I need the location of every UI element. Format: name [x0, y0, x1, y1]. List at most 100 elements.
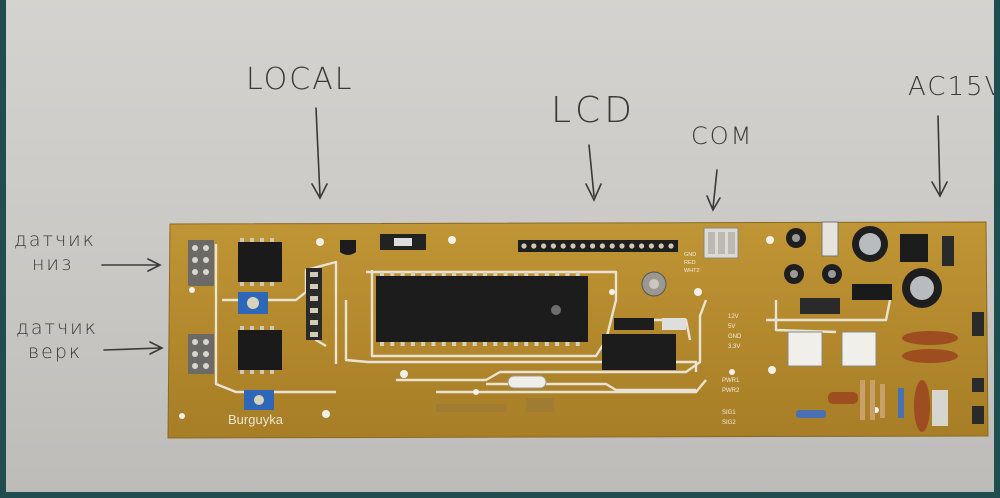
mcu-pin: [513, 272, 518, 276]
mcu-pin: [534, 272, 539, 276]
mcu-pin: [441, 272, 446, 276]
mcu-pin: [565, 342, 570, 346]
mcu-pin: [390, 342, 395, 346]
mcu-pin: [410, 342, 415, 346]
mcu-pin: [493, 272, 498, 276]
sig-pin-2: SIG2: [722, 420, 736, 426]
sig-pin-1: SIG1: [722, 410, 736, 416]
mcu-pin: [544, 272, 549, 276]
lcd-pin: [570, 243, 576, 249]
power-pin-gnd: GND: [728, 334, 742, 340]
arrow-sensor-high: [103, 341, 164, 355]
arrow-com: [706, 169, 721, 212]
mcu-pin: [390, 272, 395, 276]
mcu-pin: [431, 272, 436, 276]
lcd-pin: [560, 243, 566, 249]
lcd-pin: [629, 243, 635, 249]
label-sensor-high: датчик верк: [16, 316, 98, 364]
label-sensor-low-line2: низ: [32, 253, 74, 275]
label-ac15v: AC15V: [908, 72, 994, 102]
mcu-pin: [503, 272, 508, 276]
mcu-pin: [493, 342, 498, 346]
arrow-sensor-low: [101, 258, 162, 272]
com-pin-gnd: GND: [684, 252, 696, 258]
power-pin-3v3: 3.3V: [728, 344, 740, 350]
annotation-arrows: [101, 107, 948, 355]
mcu-pin: [400, 272, 405, 276]
sensor-connectors: [188, 240, 214, 374]
mcu-pin: [524, 272, 529, 276]
mcu-pin: [534, 342, 539, 346]
power-pin-5v: 5V: [728, 324, 735, 330]
com-pin-labels: GND RED WHT2: [684, 252, 700, 274]
mcu-pin: [380, 272, 384, 276]
mcu-pin: [452, 342, 457, 346]
arrow-lcd: [585, 144, 602, 202]
power-pin-labels: 12V 5V GND 3.3V PWR1 PWR2 SIG1 SIG2: [722, 314, 742, 426]
mcu-pin: [503, 342, 508, 346]
mcu-pin: [410, 272, 415, 276]
mcu-pin: [472, 342, 477, 346]
mcu-pin: [400, 342, 405, 346]
lcd-pin: [599, 243, 606, 249]
pwr-pin-2: PWR2: [722, 388, 740, 394]
arrow-ac15v: [931, 115, 948, 198]
mcu-pin: [555, 342, 560, 346]
crystal-oscillator: [507, 375, 547, 389]
lcd-pin: [590, 243, 596, 249]
com-pin-red: RED: [684, 260, 696, 266]
label-sensor-low-line1: датчик: [14, 229, 96, 251]
resistors: [436, 380, 904, 420]
lcd-pin: [550, 243, 557, 249]
lcd-pin: [658, 243, 664, 249]
mcu-pin: [565, 272, 570, 276]
mcu-pin: [513, 342, 518, 346]
power-pin-12v: 12V: [728, 314, 739, 320]
label-com: COM: [691, 122, 754, 150]
copper-traces: [214, 244, 892, 394]
power-section: [784, 221, 984, 432]
lcd-pin: [668, 243, 674, 249]
lcd-pin: [580, 243, 586, 249]
photo: LOCAL LCD COM AC15V датчик низ датчик ве…: [6, 0, 994, 492]
mcu-pin: [380, 342, 384, 346]
mcu-pin: [452, 272, 457, 276]
pcb-board: GND RED WHT2 12V 5V GND 3.3V PWR1 PWR2 S…: [167, 221, 989, 439]
board-brand-label: Burguyka: [228, 412, 284, 427]
dip-ics-left: [238, 238, 282, 374]
blue-trimmers: [238, 292, 274, 410]
lcd-pin: [541, 243, 547, 249]
label-sensor-high-line1: датчик: [16, 317, 98, 339]
mcu-pin: [483, 272, 487, 276]
lcd-pin: [619, 243, 625, 249]
mcu-pin: [431, 342, 436, 346]
mcu-pin: [462, 272, 467, 276]
lcd-pin-header: [518, 240, 678, 252]
mcu-pin: [544, 342, 549, 346]
microcontroller-chip: [376, 272, 588, 346]
lcd-pin: [648, 243, 655, 249]
mcu-pin: [575, 342, 580, 346]
mcu-pin: [524, 342, 529, 346]
arrow-local: [311, 107, 328, 200]
max232-ic: [602, 334, 676, 370]
mcu-pin: [472, 272, 477, 276]
mcu-pin: [555, 272, 560, 276]
com-pin-wht2: WHT2: [684, 268, 700, 274]
label-local: LOCAL: [246, 62, 354, 97]
mcu-pin: [462, 342, 467, 346]
transistor: [340, 240, 356, 255]
com-connector: [703, 227, 739, 259]
mcu-pin: [483, 342, 487, 346]
pwr-pin-1: PWR1: [722, 378, 740, 384]
label-sensor-low: датчик низ: [14, 228, 96, 276]
lcd-pin: [639, 243, 645, 249]
mounting-holes: [179, 236, 879, 419]
lcd-pin: [521, 243, 527, 249]
mcu-pin: [421, 342, 426, 346]
lcd-pin: [609, 243, 615, 249]
mcu-pin: [421, 272, 426, 276]
label-lcd: LCD: [551, 90, 636, 131]
mcu-pin: [441, 342, 446, 346]
label-sensor-high-line2: верк: [28, 341, 83, 363]
